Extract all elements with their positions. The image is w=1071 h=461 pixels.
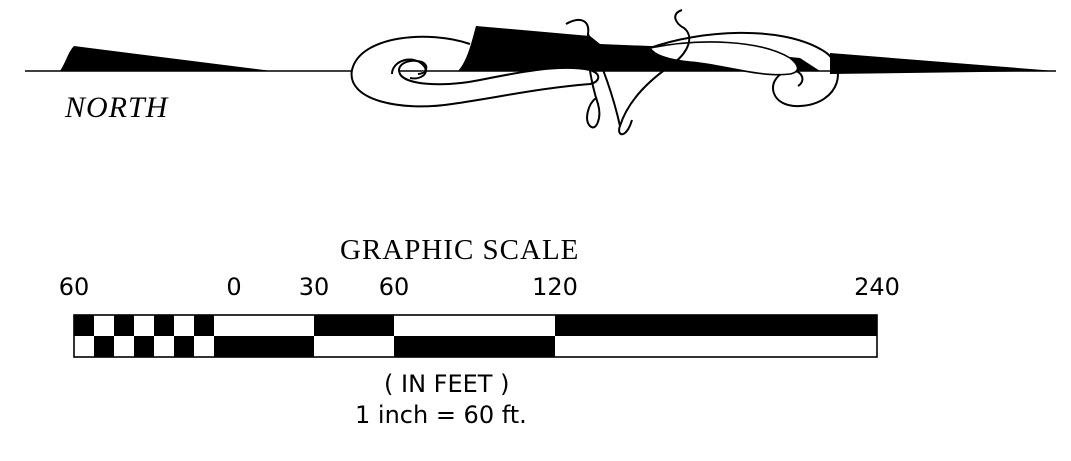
- scale-top-segment: [314, 315, 394, 336]
- scale-top-segment: [394, 315, 555, 336]
- scale-tick-label: 120: [532, 273, 578, 301]
- scale-bottom-segment: [114, 336, 134, 357]
- scale-title: GRAPHIC SCALE: [340, 234, 579, 266]
- scale-top-segment: [555, 315, 877, 336]
- scale-bottom-segment: [174, 336, 194, 357]
- scale-tick-label: 60: [379, 273, 410, 301]
- scale-bottom-segment: [394, 336, 555, 357]
- scale-top-segment: [214, 315, 234, 336]
- north-arrow-tail-wedge: [60, 46, 272, 71]
- scale-bottom-segment: [94, 336, 114, 357]
- north-arrow-n-diagonal: [587, 33, 621, 127]
- north-arrow-n-stroke-right: [618, 9, 691, 136]
- north-arrow-icon: [25, 9, 1056, 136]
- scale-bottom-segment: [74, 336, 94, 357]
- scale-tick-label: 30: [299, 273, 330, 301]
- north-label: NORTH: [64, 91, 170, 124]
- scale-bottom-segment: [555, 336, 877, 357]
- north-arrow-n-stroke-left: [565, 18, 601, 129]
- scale-tick-label: 60: [59, 273, 90, 301]
- scale-top-segment: [94, 315, 114, 336]
- scale-top-segment: [234, 315, 314, 336]
- scale-top-segment: [74, 315, 94, 336]
- scale-bottom-segment: [234, 336, 314, 357]
- scale-bottom-segment: [214, 336, 234, 357]
- scale-bar-outline: [73, 314, 878, 358]
- scale-top-segment: [174, 315, 194, 336]
- scale-bottom-segment: [134, 336, 154, 357]
- scale-top-segment: [154, 315, 174, 336]
- scale-ratio-label: 1 inch = 60 ft.: [355, 401, 527, 429]
- north-arrow-left-scroll-curl: [391, 58, 427, 80]
- scale-bottom-segment: [194, 336, 214, 357]
- scale-top-segment: [194, 315, 214, 336]
- scale-units-label: ( IN FEET ): [384, 370, 509, 398]
- scale-tick-label: 0: [226, 273, 241, 301]
- scale-bottom-segment: [154, 336, 174, 357]
- scale-top-segment: [114, 315, 134, 336]
- scale-bottom-segment: [314, 336, 394, 357]
- north-arrow-left-scroll: [350, 35, 600, 108]
- north-arrow-head-wedge: [830, 53, 1056, 74]
- scale-tick-label: 240: [854, 273, 900, 301]
- scale-bar: [73, 314, 878, 358]
- scale-tick-labels: 60 0 30 60 120 240: [59, 273, 900, 301]
- scale-top-segment: [134, 315, 154, 336]
